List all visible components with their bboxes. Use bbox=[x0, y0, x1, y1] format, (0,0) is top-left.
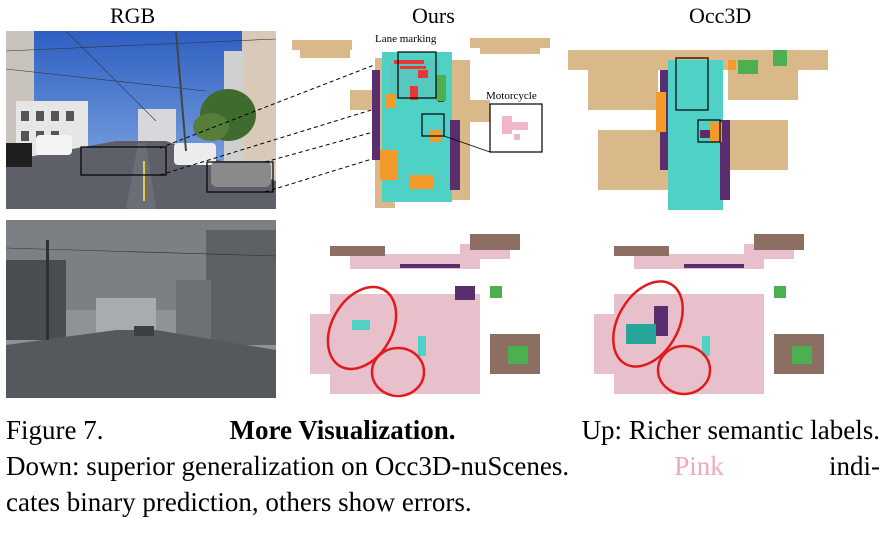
pink-word: Pink bbox=[674, 451, 724, 481]
rgb-photo-bottom bbox=[6, 220, 276, 398]
rgb-photo-top bbox=[6, 31, 276, 209]
occ3d-top-visualization bbox=[568, 50, 828, 210]
lane-marking-label: Lane marking bbox=[375, 33, 437, 45]
figure-caption: Figure 7. More Visualization. Up: Richer… bbox=[6, 412, 880, 520]
column-title-rgb: RGB bbox=[110, 3, 156, 28]
caption-bold: More Visualization. bbox=[229, 415, 456, 445]
caption-line-3: cates binary prediction, others show err… bbox=[6, 487, 472, 517]
caption-line-1: Figure 7. More Visualization. Up: Richer… bbox=[6, 412, 880, 448]
caption-line1-rest: Up: Richer semantic labels. bbox=[581, 415, 880, 445]
caption-line2-tail: indi- bbox=[828, 451, 880, 481]
ours-top-visualization: Lane marking Motorcycle bbox=[292, 33, 550, 208]
caption-line2-text: Down: superior generalization on Occ3D-n… bbox=[6, 451, 570, 481]
ours-bottom-visualization bbox=[310, 234, 540, 398]
caption-line-2: Down: superior generalization on Occ3D-n… bbox=[6, 448, 880, 484]
occ3d-bottom-visualization bbox=[594, 234, 824, 396]
column-title-ours: Ours bbox=[412, 3, 455, 28]
figure-label: Figure 7. bbox=[6, 415, 104, 445]
motorcycle-label: Motorcycle bbox=[486, 90, 537, 102]
column-title-occ3d: Occ3D bbox=[689, 3, 752, 28]
